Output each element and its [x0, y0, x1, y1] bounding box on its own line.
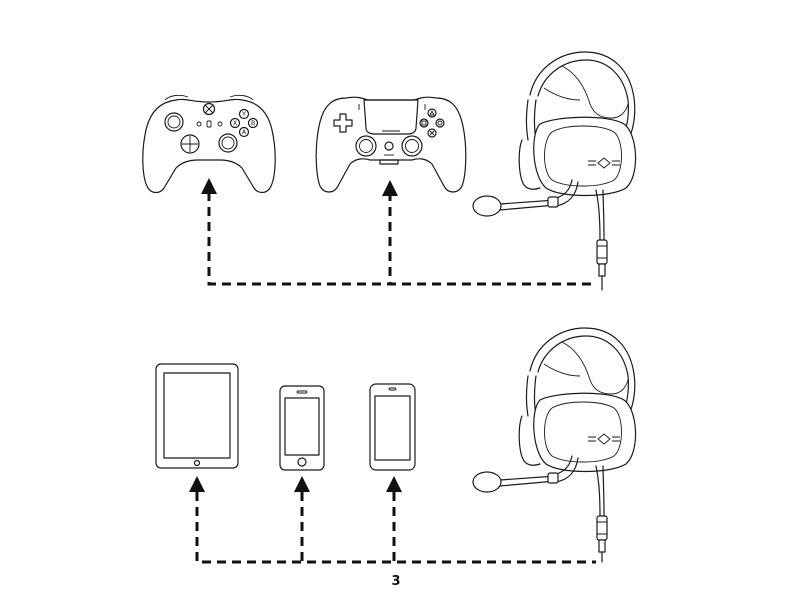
iphone-icon [280, 386, 324, 470]
hyperx-headset-icon [473, 52, 636, 290]
page-number: 3 [386, 574, 406, 589]
tablet-icon [156, 364, 238, 468]
android-phone-icon [370, 384, 415, 470]
bottom-connection-lines [189, 476, 596, 562]
arrow-up-android-icon [386, 476, 402, 492]
hyperx-headset-icon [473, 328, 636, 562]
xbox-button-b: B [251, 120, 255, 127]
top-connection-lines [201, 178, 596, 284]
playstation-controller-icon [316, 97, 466, 192]
arrow-up-xbox-icon [201, 178, 217, 194]
xbox-button-y: Y [241, 111, 246, 118]
xbox-button-a: A [242, 129, 247, 136]
arrow-up-iphone-icon [294, 476, 310, 492]
arrow-up-tablet-icon [189, 476, 205, 492]
xbox-controller-icon: Y X B A [143, 95, 275, 192]
arrow-up-playstation-icon [382, 180, 398, 196]
xbox-button-x: X [233, 120, 237, 127]
